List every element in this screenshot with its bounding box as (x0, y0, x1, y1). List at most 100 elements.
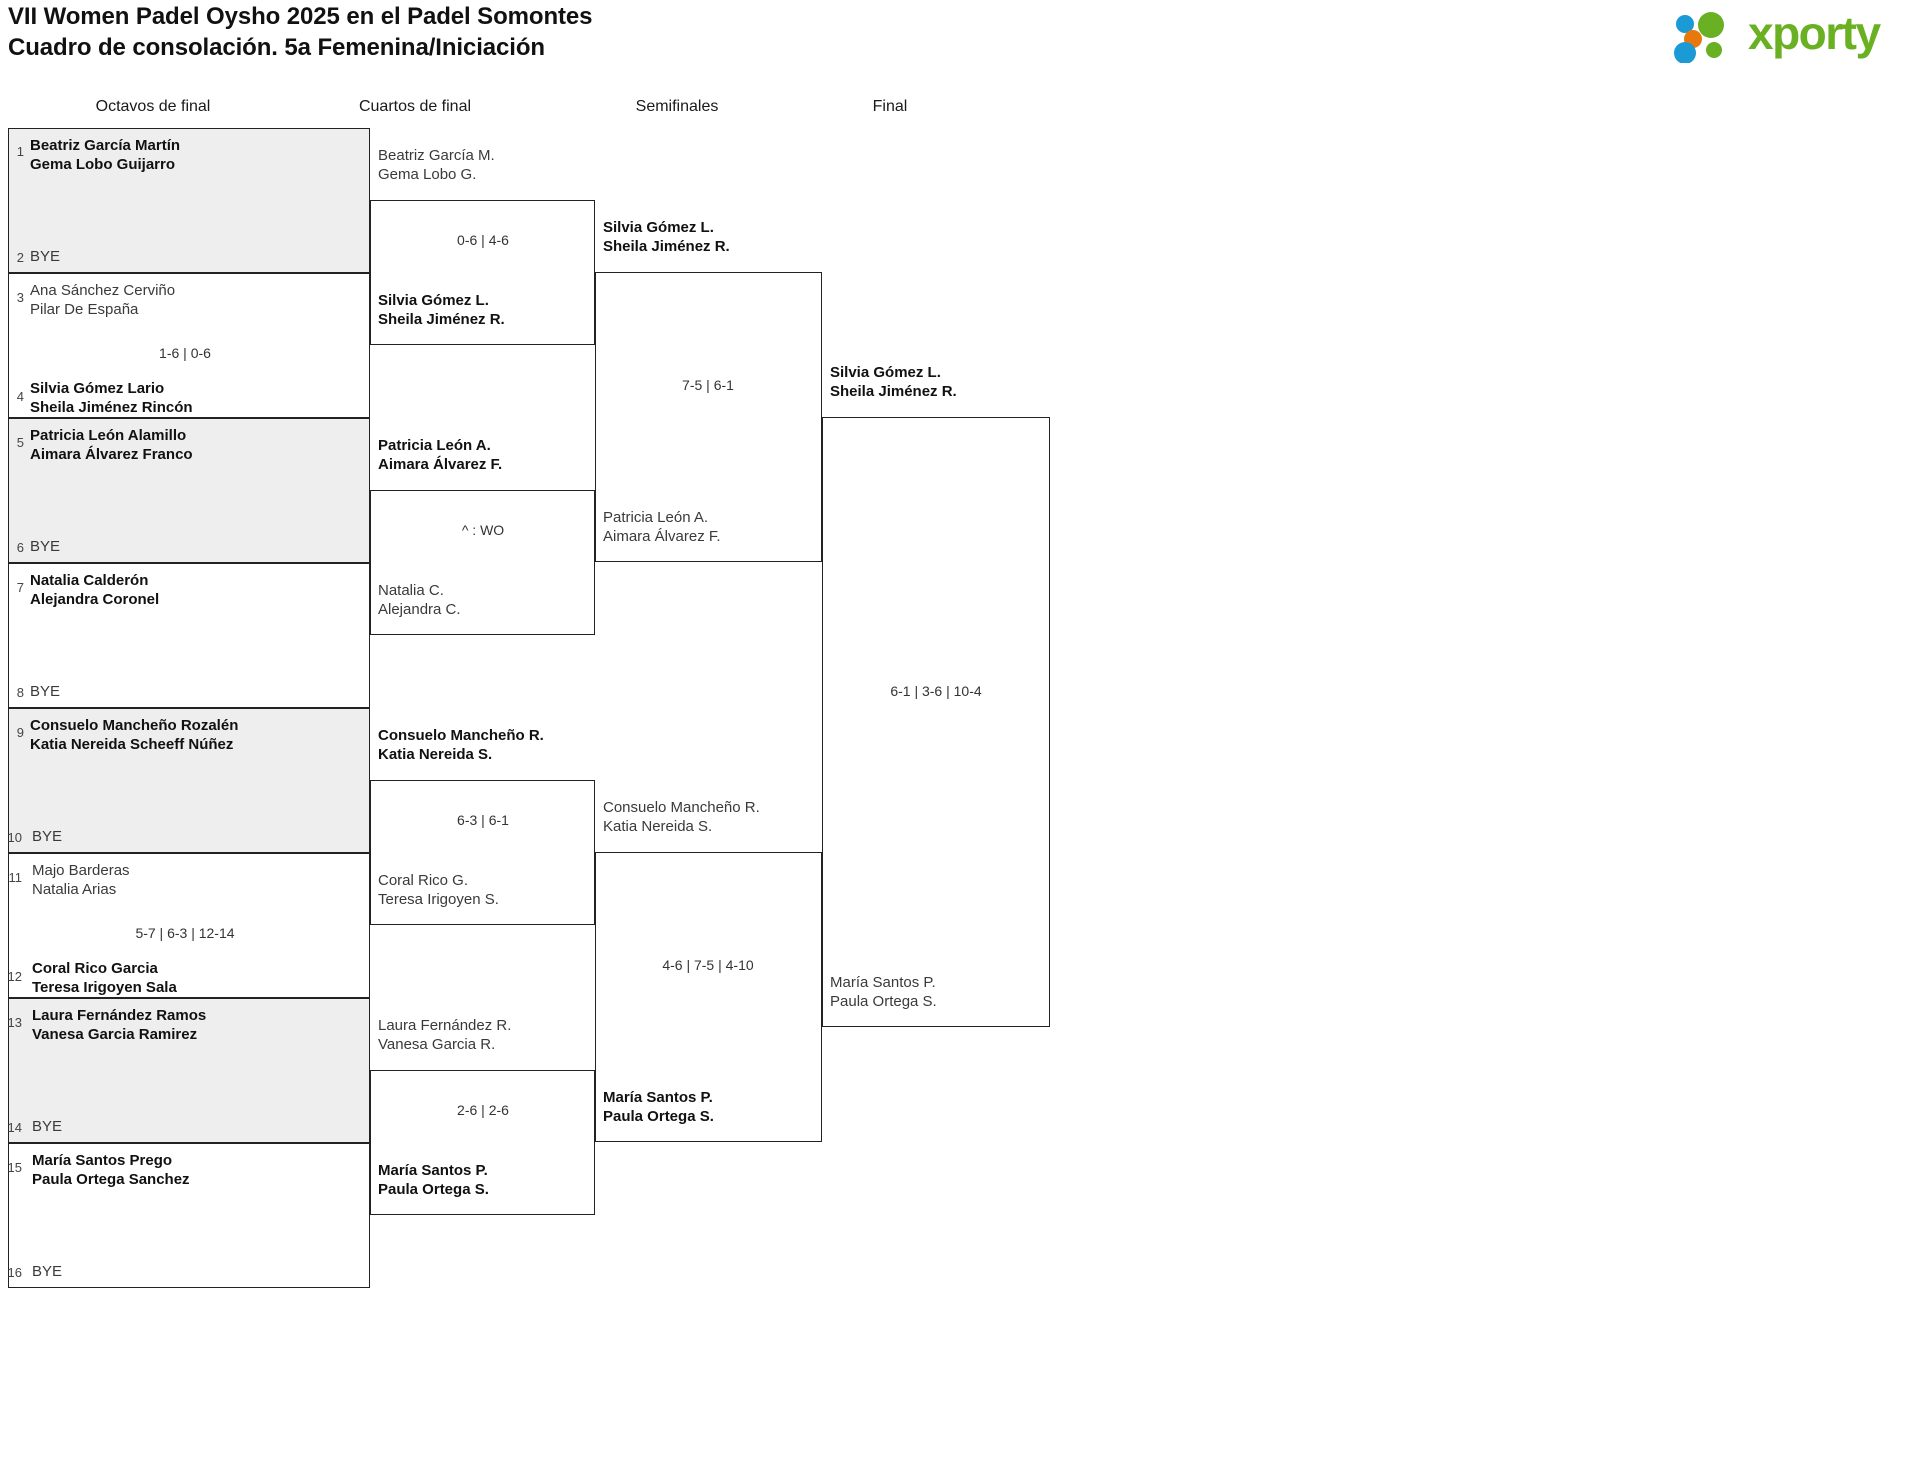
r1-match-box-3[interactable] (8, 418, 370, 563)
r2-team-top-line2: Gema Lobo G. (378, 166, 477, 183)
r2-team-bottom-line2: Alejandra C. (378, 601, 461, 618)
seed-number: 12 (7, 969, 22, 984)
r3-team-top-line1: Silvia Gómez L. (603, 219, 714, 236)
r1-match-box-4[interactable] (8, 563, 370, 708)
seed-number: 2 (16, 250, 24, 265)
r1-team-bottom-bye: BYE (30, 248, 61, 265)
r2-score: 6-3 | 6-1 (457, 812, 509, 828)
r1-team-top-line2: Gema Lobo Guijarro (30, 156, 176, 173)
r2-match-box-2[interactable] (370, 490, 595, 635)
r3-team-top-line2: Katia Nereida S. (603, 818, 713, 835)
r1-team-bottom-bye: BYE (30, 683, 61, 700)
r1-team-top-line1: Laura Fernández Ramos (32, 1007, 207, 1024)
r4-team-top-line2: Sheila Jiménez R. (830, 383, 957, 400)
tournament-title: VII Women Padel Oysho 2025 en el Padel S… (8, 3, 593, 30)
r2-score: 2-6 | 2-6 (457, 1102, 509, 1118)
r2-team-top-line1: Beatriz García M. (378, 147, 495, 164)
r1-team-top-line1: Majo Barderas (32, 862, 130, 879)
r3-team-bottom-line1: Patricia León A. (603, 509, 709, 526)
r1-team-top-line2: Natalia Arias (32, 881, 117, 898)
r3-team-bottom-line2: Aimara Álvarez F. (603, 528, 721, 545)
r2-team-top-line2: Aimara Álvarez F. (378, 456, 503, 473)
r1-match-box-1[interactable] (8, 128, 370, 273)
r2-match-box-4[interactable] (370, 1070, 595, 1215)
r2-team-top-line1: Patricia León A. (378, 437, 491, 454)
r1-team-bottom-line1: Coral Rico Garcia (32, 960, 158, 977)
r1-team-top-line2: Paula Ortega Sanchez (32, 1171, 190, 1188)
r2-score: 0-6 | 4-6 (457, 232, 509, 248)
r1-match-box-6[interactable] (8, 853, 370, 998)
r2-team-bottom-line1: María Santos P. (378, 1162, 488, 1179)
seed-number: 9 (16, 725, 24, 740)
r2-team-top-line2: Katia Nereida S. (378, 746, 493, 763)
r1-score: 1-6 | 0-6 (159, 345, 211, 361)
r1-team-top-line1: Patricia León Alamillo (30, 427, 187, 444)
r1-team-bottom-line2: Teresa Irigoyen Sala (32, 979, 177, 996)
round-header-octavos: Octavos de final (95, 98, 211, 115)
round-header-final: Final (872, 98, 908, 115)
seed-number: 14 (7, 1120, 22, 1135)
r3-team-top-line1: Consuelo Mancheño R. (603, 799, 760, 816)
r2-match-box-3[interactable] (370, 780, 595, 925)
r3-match-box-2[interactable] (595, 852, 822, 1142)
r2-team-bottom-line2: Paula Ortega S. (378, 1181, 489, 1198)
seed-number: 1 (16, 144, 24, 159)
r4-team-bottom-line2: Paula Ortega S. (830, 993, 937, 1010)
page-title: VII Women Padel Oysho 2025 en el Padel S… (8, 2, 592, 63)
seed-number: 10 (7, 830, 22, 845)
r1-team-top-line1: Natalia Calderón (30, 572, 149, 589)
r1-match-box-8[interactable] (8, 1143, 370, 1288)
r2-team-top-line2: Vanesa Garcia R. (378, 1036, 496, 1053)
bracket-subtitle: Cuadro de consolación. 5a Femenina/Inici… (8, 33, 545, 61)
xporty-wordmark: xporty (1748, 7, 1881, 59)
r1-match-box-5[interactable] (8, 708, 370, 853)
r1-team-top-line1: Ana Sánchez Cerviño (30, 282, 176, 299)
r1-match-box-7[interactable] (8, 998, 370, 1143)
r2-match-box-1[interactable] (370, 200, 595, 345)
r1-team-bottom-bye: BYE (32, 1118, 63, 1135)
r3-team-bottom-line2: Paula Ortega S. (603, 1108, 714, 1125)
r2-team-top-line1: Laura Fernández R. (378, 1017, 512, 1034)
r2-team-bottom-line2: Teresa Irigoyen S. (378, 891, 499, 908)
seed-number: 5 (16, 435, 24, 450)
seed-number: 8 (16, 685, 24, 700)
xporty-logo[interactable]: xporty (1672, 6, 1902, 64)
seed-number: 4 (16, 389, 24, 404)
r1-team-top-line2: Katia Nereida Scheeff Núñez (30, 736, 234, 753)
r1-team-top-line2: Pilar De España (30, 301, 139, 318)
r2-team-bottom-line1: Natalia C. (378, 582, 444, 599)
xporty-dots-icon (1674, 12, 1724, 63)
r1-team-bottom-bye: BYE (32, 828, 63, 845)
r4-team-top-line1: Silvia Gómez L. (830, 364, 941, 381)
r1-team-bottom-bye: BYE (30, 538, 61, 555)
r3-team-top-line2: Sheila Jiménez R. (603, 238, 730, 255)
r1-team-bottom-line2: Sheila Jiménez Rincón (30, 399, 193, 416)
seed-number: 3 (16, 290, 24, 305)
page-header: VII Women Padel Oysho 2025 en el Padel S… (0, 0, 1920, 68)
seed-number: 16 (7, 1265, 22, 1280)
r1-team-bottom-bye: BYE (32, 1263, 63, 1280)
r1-team-top-line1: María Santos Prego (32, 1152, 173, 1169)
r2-team-bottom-line1: Coral Rico G. (378, 872, 469, 889)
seed-number: 7 (16, 580, 24, 595)
r1-match-box-2[interactable] (8, 273, 370, 418)
r1-team-top-line2: Vanesa Garcia Ramirez (32, 1026, 198, 1043)
r1-team-top-line2: Alejandra Coronel (30, 591, 160, 608)
seed-number: 11 (8, 870, 23, 885)
r2-team-bottom-line1: Silvia Gómez L. (378, 292, 489, 309)
r4-match-box-1[interactable] (822, 417, 1050, 1027)
r1-team-bottom-line1: Silvia Gómez Lario (30, 380, 165, 397)
seed-number: 6 (16, 540, 24, 555)
r4-team-bottom-line1: María Santos P. (830, 974, 936, 991)
r3-score: 4-6 | 7-5 | 4-10 (662, 957, 754, 973)
seed-number: 13 (7, 1015, 22, 1030)
r4-score: 6-1 | 3-6 | 10-4 (890, 683, 982, 699)
r1-team-top-line1: Beatriz García Martín (30, 137, 181, 154)
r1-score: 5-7 | 6-3 | 12-14 (135, 925, 235, 941)
round-header-semifinales: Semifinales (635, 98, 719, 115)
seed-number: 15 (7, 1160, 22, 1175)
r2-score: ^ : WO (461, 522, 505, 538)
r3-match-box-1[interactable] (595, 272, 822, 562)
r1-team-top-line2: Aimara Álvarez Franco (30, 446, 193, 463)
